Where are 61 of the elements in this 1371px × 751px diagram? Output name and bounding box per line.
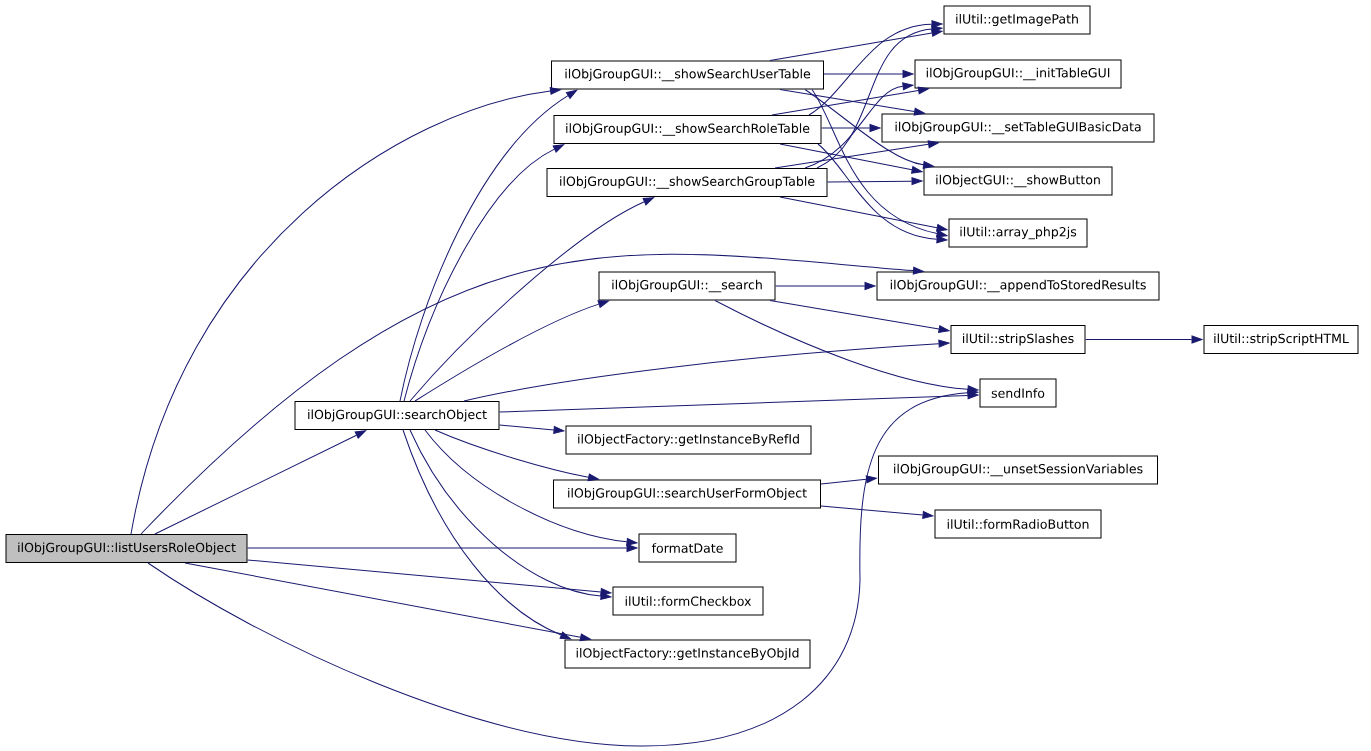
function-box: ilUtil::array_php2js: [948, 218, 1088, 248]
function-box: ilObjectGUI::__showButton: [923, 166, 1113, 196]
function-box: ilObjGroupGUI::__search: [598, 271, 776, 301]
function-box: ilObjGroupGUI::__initTableGUI: [914, 59, 1122, 89]
call-arrow: [424, 429, 638, 546]
function-box: ilUtil::getImagePath: [943, 5, 1091, 35]
function-box: ilUtil::formRadioButton: [934, 509, 1102, 539]
call-arrow: [184, 562, 591, 642]
call-arrow: [816, 25, 943, 169]
call-arrow: [463, 339, 950, 402]
function-box: ilObjGroupGUI::searchObject: [294, 401, 500, 430]
function-box: ilObjGroupGUI::__setTableGUIBasicData: [881, 113, 1155, 143]
call-arrow: [769, 29, 943, 61]
call-arrow: [409, 429, 612, 600]
function-box: formatDate: [638, 533, 737, 563]
function-box: ilObjGroupGUI::__showSearchGroupTable: [546, 168, 828, 197]
call-arrow: [827, 177, 923, 186]
call-arrow: [247, 559, 612, 596]
call-arrow: [414, 300, 609, 402]
call-arrow: [820, 475, 877, 485]
function-box: ilObjectFactory::getInstanceByRefId: [565, 425, 812, 455]
call-arrow: [774, 140, 939, 169]
function-box: ilUtil::stripScriptHTML: [1203, 325, 1359, 354]
call-arrow: [409, 197, 655, 402]
call-arrow: [247, 544, 638, 552]
call-arrow: [779, 89, 925, 116]
call-arrow: [434, 429, 599, 482]
call-arrow: [1085, 335, 1203, 344]
call-arrow: [147, 388, 979, 747]
call-arrow: [499, 424, 565, 434]
call-arrow: [154, 430, 367, 535]
call-arrow: [769, 300, 950, 333]
call-arrow: [402, 429, 572, 640]
call-arrow: [403, 144, 565, 402]
function-box: sendInfo: [979, 378, 1057, 408]
function-box: ilObjGroupGUI::__showSearchRoleTable: [553, 115, 822, 144]
call-arrow: [714, 300, 979, 394]
function-box: ilObjGroupGUI::__appendToStoredResults: [876, 271, 1160, 301]
call-arrow: [804, 89, 934, 169]
call-arrow: [140, 253, 924, 535]
call-arrow: [823, 70, 914, 78]
function-box: ilUtil::stripSlashes: [950, 325, 1086, 354]
call-arrow: [808, 20, 943, 116]
call-arrow: [821, 124, 881, 132]
function-box: ilObjGroupGUI::__unsetSessionVariables: [878, 455, 1158, 485]
function-box: ilObjGroupGUI::listUsersRoleObject: [5, 534, 248, 563]
call-arrow: [804, 82, 914, 169]
call-arrow: [820, 505, 934, 519]
call-arrow: [775, 282, 876, 290]
call-arrow: [399, 89, 578, 402]
call-arrow: [779, 196, 948, 232]
call-arrow: [499, 391, 979, 413]
function-box: ilObjGroupGUI::searchUserFormObject: [553, 479, 821, 509]
function-box: ilObjectFactory::getInstanceByObjId: [564, 639, 811, 669]
function-box: ilUtil::formCheckbox: [612, 586, 764, 616]
call-arrow: [817, 143, 948, 244]
call-arrow: [779, 143, 923, 174]
call-arrow: [771, 86, 929, 116]
function-box: ilObjGroupGUI::__showSearchUserTable: [551, 60, 824, 90]
call-arrow: [811, 89, 948, 238]
call-arrow: [130, 87, 561, 535]
